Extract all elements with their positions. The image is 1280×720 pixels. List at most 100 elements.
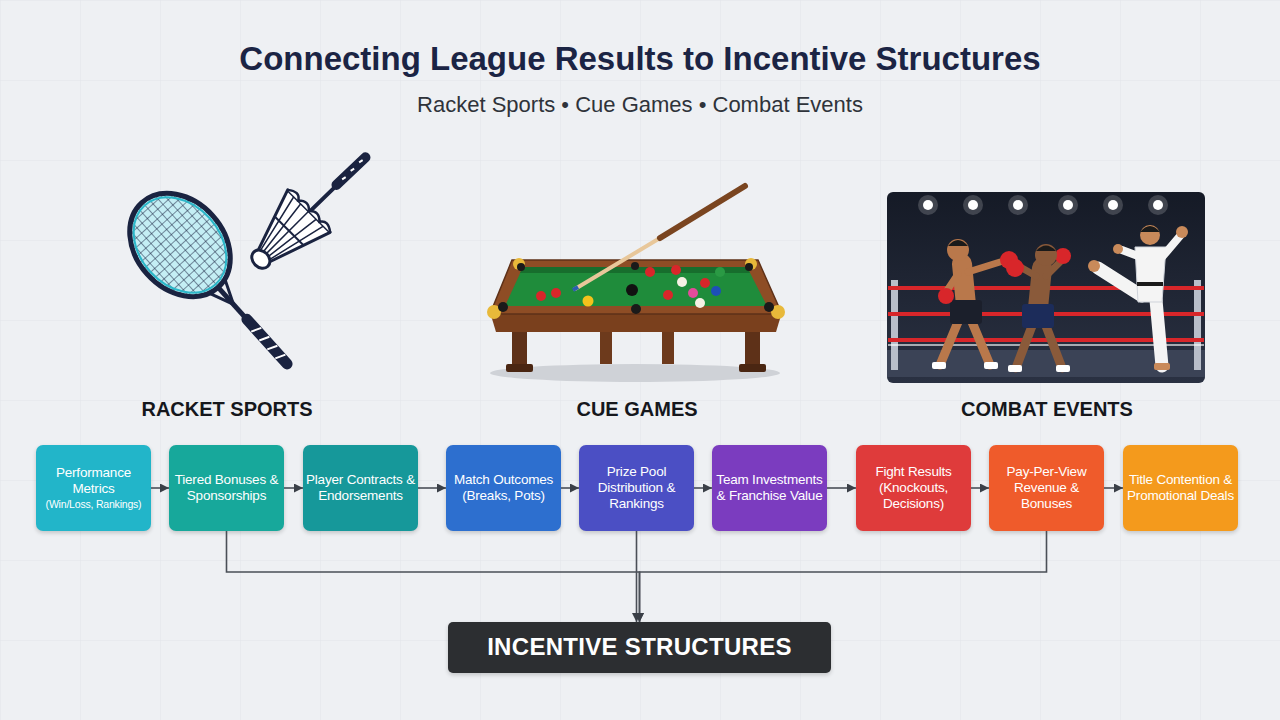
pool-table-illustration-part bbox=[764, 302, 774, 312]
box-text: Fight Results (Knockouts, Decisions) bbox=[859, 464, 968, 513]
box-text: Tiered Bonuses & Sponsorships bbox=[172, 472, 281, 504]
combat-arena-illustration-part bbox=[1036, 246, 1056, 252]
combat-arena-illustration-part bbox=[1016, 326, 1062, 368]
combat-arena-illustration-part bbox=[891, 280, 898, 370]
pool-table-illustration-part bbox=[490, 260, 782, 314]
combat-arena-illustration-part bbox=[1113, 244, 1123, 254]
box-text: Prize Pool Distribution & Rankings bbox=[582, 464, 691, 513]
subtitle: Racket Sports • Cue Games • Combat Event… bbox=[0, 92, 1280, 118]
racket-illustration bbox=[109, 135, 385, 394]
combat-arena-illustration-part bbox=[1108, 200, 1118, 210]
pool-table-illustration-part bbox=[517, 263, 525, 271]
box-text: INCENTIVE STRUCTURES bbox=[487, 633, 792, 662]
combat-arena-illustration-part bbox=[1008, 195, 1028, 215]
pool-table-illustration-part bbox=[671, 265, 681, 275]
section-heading: COMBAT EVENTS bbox=[897, 398, 1197, 421]
combat-arena-illustration-part bbox=[1063, 200, 1073, 210]
combat-arena-illustration-part bbox=[1176, 226, 1188, 238]
flow-arrow bbox=[971, 487, 989, 489]
process-box: Fight Results (Knockouts, Decisions) bbox=[856, 445, 971, 531]
combat-arena-illustration-part bbox=[963, 195, 983, 215]
process-box: Performance Metrics(Win/Loss, Rankings) bbox=[36, 445, 151, 531]
pool-table-illustration-part bbox=[695, 298, 705, 308]
shuttlecock-icon-part bbox=[248, 246, 273, 271]
pool-table-illustration-part bbox=[490, 312, 782, 332]
section-heading: CUE GAMES bbox=[487, 398, 787, 421]
combat-arena-illustration-part bbox=[1035, 244, 1057, 266]
shuttlecock-icon bbox=[234, 135, 385, 286]
combat-arena-illustration-part bbox=[1194, 280, 1201, 370]
combat-arena-illustration-part bbox=[1148, 195, 1168, 215]
pool-table-illustration-part bbox=[660, 186, 745, 238]
pool-table-illustration-part bbox=[663, 290, 673, 300]
combat-arena-illustration bbox=[887, 192, 1205, 383]
pool-table-illustration-part bbox=[506, 364, 533, 372]
combat-arena-illustration-part bbox=[968, 200, 978, 210]
pool-table-illustration-part bbox=[498, 302, 508, 312]
combat-arena-illustration-part bbox=[938, 288, 954, 304]
pool-table-illustration-part bbox=[631, 262, 639, 270]
box-text: Title Contention & Promotional Deals bbox=[1126, 472, 1235, 504]
flow-arrow bbox=[151, 487, 169, 489]
combat-arena-illustration-part bbox=[1058, 195, 1078, 215]
combat-arena-illustration-part bbox=[948, 240, 968, 246]
diagram-title: Connecting League Results to Incentive S… bbox=[0, 40, 1280, 78]
pool-table-illustration-part bbox=[573, 287, 578, 290]
shuttlecock-icon-part bbox=[242, 190, 330, 278]
pool-table-illustration-part bbox=[490, 364, 780, 382]
process-box: Title Contention & Promotional Deals bbox=[1123, 445, 1238, 531]
pool-table-illustration-part bbox=[551, 288, 561, 298]
flow-arrow bbox=[636, 531, 638, 622]
pool-table-illustration-part bbox=[645, 267, 655, 277]
pool-table-illustration-part bbox=[626, 284, 638, 296]
pool-table-illustration-part bbox=[583, 296, 594, 307]
combat-arena-illustration-part bbox=[1022, 304, 1054, 328]
combat-arena-illustration-part bbox=[1153, 200, 1163, 210]
combat-arena-illustration-part bbox=[1013, 200, 1023, 210]
combat-arena-illustration-part bbox=[984, 362, 998, 369]
racket-icon-part bbox=[109, 173, 251, 317]
racket-icon bbox=[109, 173, 320, 393]
combat-arena-illustration-part bbox=[1008, 365, 1022, 372]
combat-arena-illustration-part bbox=[1088, 260, 1100, 272]
pool-table-illustration-part bbox=[677, 277, 687, 287]
box-text: Team Investments & Franchise Value bbox=[715, 472, 824, 504]
merge-connector bbox=[227, 531, 640, 622]
combat-arena-illustration-part bbox=[946, 262, 1000, 292]
section-heading: RACKET SPORTS bbox=[77, 398, 377, 421]
pool-table-illustration-part bbox=[513, 258, 525, 270]
pool-table-illustration-part bbox=[536, 291, 546, 301]
pool-table-illustration-part bbox=[505, 267, 767, 306]
racket-icon-part bbox=[251, 325, 285, 361]
flow-arrow bbox=[694, 487, 712, 489]
box-text: Player Contracts & Endorsements bbox=[306, 472, 415, 504]
pool-table-illustration-part bbox=[711, 286, 721, 296]
flow-arrow bbox=[418, 487, 446, 489]
combat-arena-illustration-part bbox=[1103, 195, 1123, 215]
combat-arena-illustration-part bbox=[1137, 282, 1163, 286]
combat-arena-illustration-part bbox=[1006, 259, 1024, 277]
pool-table-illustration-part bbox=[700, 278, 710, 288]
shuttlecock-icon-part bbox=[336, 157, 365, 186]
box-text: Performance Metrics bbox=[39, 465, 148, 497]
combat-arena-illustration-part bbox=[887, 192, 1205, 383]
process-box: Player Contracts & Endorsements bbox=[303, 445, 418, 531]
pool-table-illustration-part bbox=[575, 238, 660, 289]
flow-arrow bbox=[561, 487, 579, 489]
combat-arena-illustration-part bbox=[918, 195, 938, 215]
shuttlecock-icon-part bbox=[342, 159, 363, 180]
process-box: Pay-Per-View Revenue & Bonuses bbox=[989, 445, 1104, 531]
pool-table-illustration-part bbox=[688, 288, 698, 298]
process-box: Tiered Bonuses & Sponsorships bbox=[169, 445, 284, 531]
pool-table-illustration-part bbox=[715, 267, 725, 277]
combat-arena-illustration-part bbox=[940, 322, 990, 365]
pool-table-illustration-part bbox=[745, 263, 753, 271]
pool-table-illustration-part bbox=[631, 304, 641, 314]
shuttlecock-icon-part bbox=[288, 187, 333, 232]
combat-arena-illustration-part bbox=[923, 200, 933, 210]
combat-arena-illustration-part bbox=[932, 362, 946, 369]
combat-arena-illustration-part bbox=[1055, 248, 1071, 264]
shuttlecock-icon-part bbox=[275, 217, 303, 245]
